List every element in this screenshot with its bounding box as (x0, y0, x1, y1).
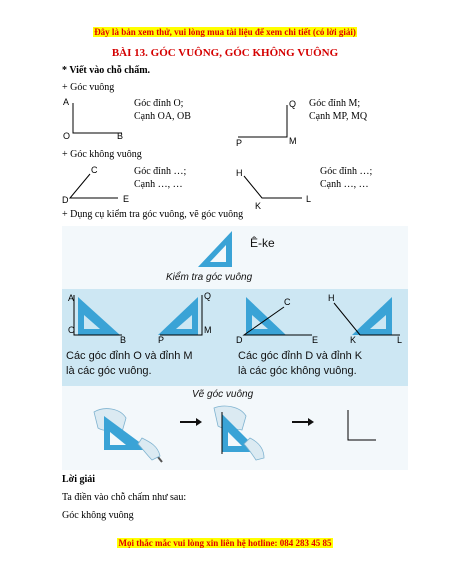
check-non-right-angles-diagram: C D E H K L (236, 293, 402, 345)
solution-line: Ta điền vào chỗ chấm như sau: (62, 492, 187, 503)
point-label: B (120, 335, 126, 345)
point-label: H (236, 168, 243, 178)
tool-heading: + Dụng cụ kiểm tra góc vuông, vẽ góc vuô… (62, 209, 244, 220)
point-label: E (312, 335, 318, 345)
caption-right-line1: Các góc đỉnh D và đỉnh K (238, 350, 363, 362)
angle-k-sides: Cạnh …, … (320, 179, 369, 190)
point-label: P (158, 335, 164, 345)
point-label: A (68, 293, 74, 303)
check-heading: Kiểm tra góc vuông (166, 272, 253, 283)
point-label: M (289, 136, 297, 146)
angle-o-vertex: Góc đỉnh O; (134, 98, 184, 109)
page-title: BÀI 13. GÓC VUÔNG, GÓC KHÔNG VUÔNG (111, 47, 339, 59)
angle-d-vertex: Góc đỉnh …; (134, 166, 187, 177)
angle-m-sides: Cạnh MP, MQ (309, 111, 368, 122)
non-right-angle-heading: + Góc không vuông (62, 149, 142, 160)
caption-right-line2: là các góc không vuông. (238, 365, 357, 377)
point-label: D (236, 335, 243, 345)
angle-o-sides: Cạnh OA, OB (134, 111, 191, 122)
point-label: L (397, 335, 402, 345)
point-label: M (204, 325, 212, 335)
point-label: H (328, 293, 335, 303)
point-label: A (63, 97, 69, 107)
angle-d-diagram: C D E (62, 165, 129, 205)
tool-name: Ê-ke (250, 236, 275, 250)
point-label: B (117, 131, 123, 141)
right-angle-heading: + Góc vuông (62, 82, 115, 93)
angle-d-sides: Cạnh …, … (134, 179, 183, 190)
top-banner: Đây là bản xem thử, vui lòng mua tài liệ… (93, 27, 357, 37)
point-label: C (284, 297, 291, 307)
solution-sub: Góc không vuông (62, 510, 134, 521)
caption-left-line2: là các góc vuông. (66, 365, 152, 377)
solution-heading: Lời giải (62, 474, 96, 485)
point-label: Q (289, 99, 296, 109)
hand-with-set-square-icon (213, 405, 265, 461)
point-label: E (123, 194, 129, 204)
point-label: D (62, 195, 69, 205)
right-angle-m-diagram: Q P M (236, 99, 297, 148)
point-label: L (306, 194, 311, 204)
point-label: K (255, 201, 261, 211)
angle-k-vertex: Góc đỉnh …; (320, 166, 373, 177)
section-heading: * Viết vào chỗ chấm. (62, 65, 151, 76)
arrow-right-icon (180, 418, 202, 426)
draw-heading: Vẽ góc vuông (192, 389, 254, 400)
draw-right-angle-steps (93, 405, 376, 463)
angle-m-vertex: Góc đỉnh M; (309, 98, 361, 109)
angle-k-diagram: H K L (236, 168, 311, 211)
check-right-angles-diagram: A O B Q P M (68, 291, 212, 345)
point-label: K (350, 335, 356, 345)
point-label: C (91, 165, 98, 175)
point-label: Q (204, 291, 211, 301)
figure-check-band (62, 289, 408, 386)
set-square-icon (198, 231, 232, 267)
right-angle-o-diagram: A O B (63, 97, 123, 141)
caption-left-line1: Các góc đỉnh O và đỉnh M (66, 350, 193, 362)
arrow-right-icon (292, 418, 314, 426)
point-label: O (68, 325, 75, 335)
point-label: P (236, 138, 242, 148)
finished-right-angle (347, 410, 376, 441)
bottom-banner: Mọi thắc mắc vui lòng xin liên hệ hotlin… (117, 538, 333, 548)
hand-with-set-square-icon (93, 408, 163, 463)
point-label: O (63, 131, 70, 141)
